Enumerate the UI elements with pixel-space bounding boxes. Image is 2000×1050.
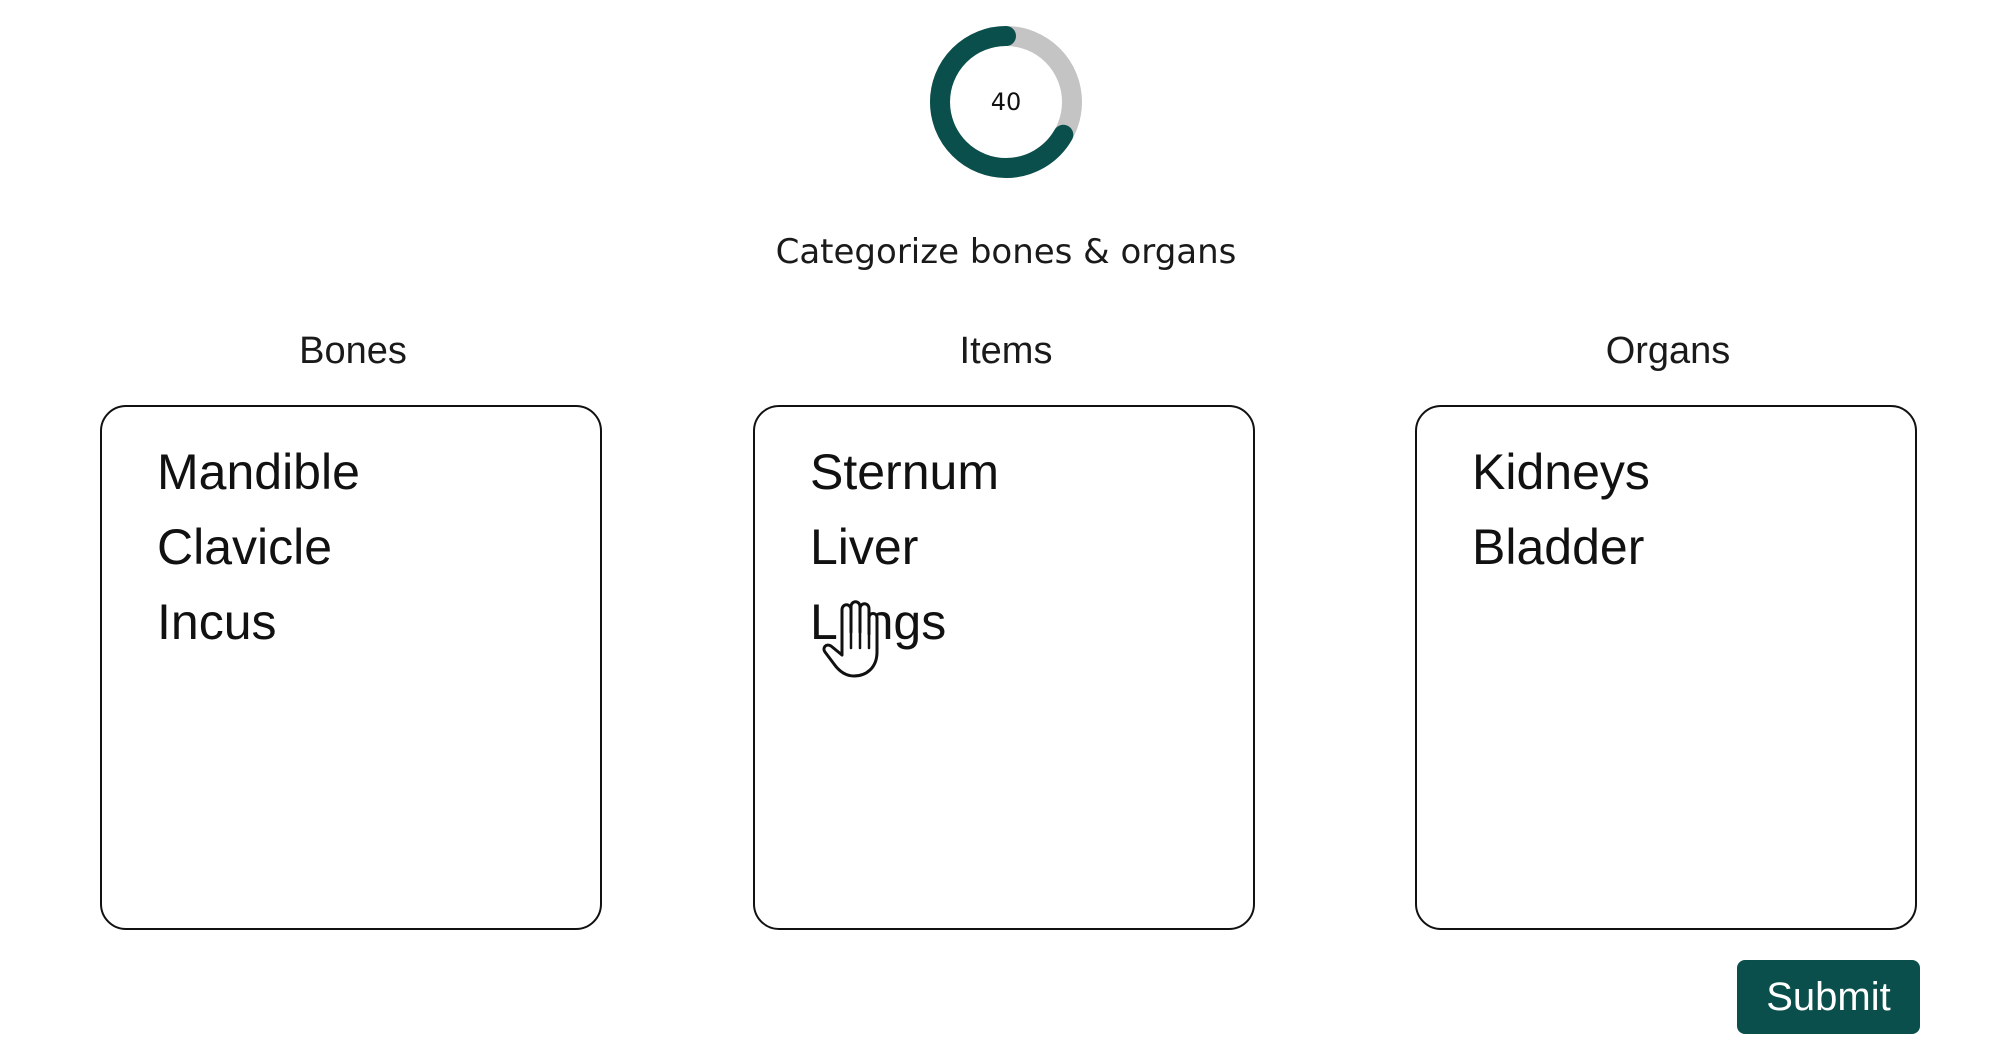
timer-progress-arc [930,26,1082,178]
draggable-item-incus[interactable]: Incus [157,594,277,650]
items-drop-zone[interactable]: Sternum Liver Lungs [753,405,1255,930]
column-title-bones: Bones [299,330,407,372]
submit-button[interactable]: Submit [1737,960,1920,1034]
countdown-timer: 40 [929,25,1083,179]
items-list: Sternum Liver Lungs [810,435,999,660]
draggable-item-kidneys[interactable]: Kidneys [1472,444,1650,500]
draggable-item-bladder[interactable]: Bladder [1472,519,1645,575]
bones-list: Mandible Clavicle Incus [157,435,360,660]
timer-ring [930,26,1082,178]
column-title-items: Items [959,330,1053,372]
bones-drop-zone[interactable]: Mandible Clavicle Incus [100,405,602,930]
draggable-item-clavicle[interactable]: Clavicle [157,519,333,575]
column-title-organs: Organs [1605,330,1731,372]
organs-list: Kidneys Bladder [1472,435,1650,585]
draggable-item-mandible[interactable]: Mandible [157,444,360,500]
draggable-item-sternum[interactable]: Sternum [810,444,999,500]
draggable-item-liver[interactable]: Liver [810,519,919,575]
timer-value: 40 [990,88,1022,116]
organs-drop-zone[interactable]: Kidneys Bladder [1415,405,1917,930]
instruction-text: Categorize bones & organs [775,232,1237,272]
draggable-item-lungs[interactable]: Lungs [810,594,947,650]
